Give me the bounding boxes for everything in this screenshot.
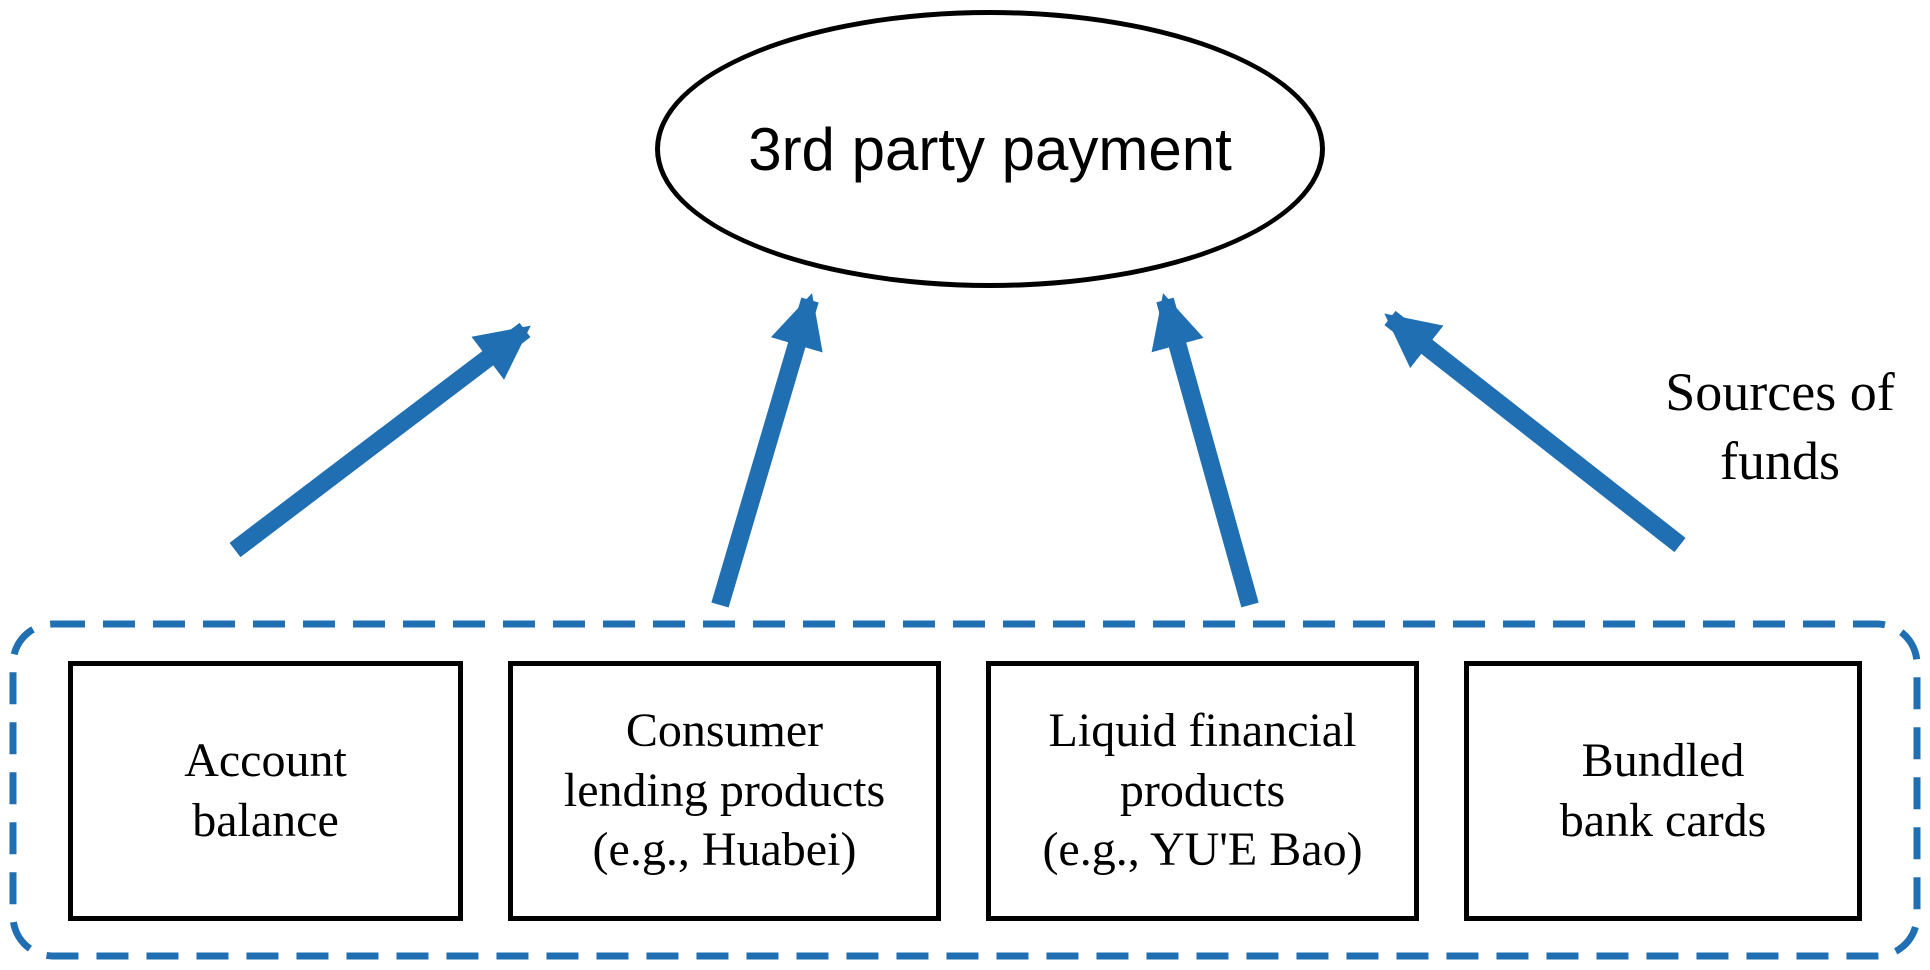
third-party-payment-label: 3rd party payment [748,115,1232,183]
third-party-payment-node: 3rd party payment [655,10,1325,288]
box-line: Bundled [1581,733,1745,787]
box-line: lending products [563,763,886,817]
arrow-from-bundled-bank-cards-icon [1384,310,1686,553]
arrow-from-liquid-financial-icon [1151,293,1259,608]
source-box-account-balance: Account balance [68,660,463,921]
source-box-liquid-financial: Liquid financial products (e.g., YU'E Ba… [986,660,1419,921]
box-line: products [1119,763,1286,817]
box-line: Account [184,733,347,787]
sources-group: Account balance Consumer lending product… [10,621,1920,960]
box-line: bank cards [1559,793,1767,847]
box-line: Consumer [625,704,824,758]
source-box-consumer-lending: Consumer lending products (e.g., Huabei) [508,660,941,921]
arrow-from-account-balance-icon [229,322,531,558]
box-line: balance [192,793,339,847]
sources-of-funds-label: Sources of funds [1580,358,1930,496]
box-line: Liquid financial [1048,704,1357,758]
box-line: (e.g., Huabei) [592,823,857,877]
sources-of-funds-line: funds [1720,431,1840,492]
sources-of-funds-line: Sources of [1665,362,1895,422]
source-box-bundled-bank-cards: Bundled bank cards [1464,660,1862,921]
arrow-from-consumer-lending-icon [711,293,823,608]
dashed-border-rect [9,620,1921,960]
box-line: (e.g., YU'E Bao) [1042,823,1363,877]
